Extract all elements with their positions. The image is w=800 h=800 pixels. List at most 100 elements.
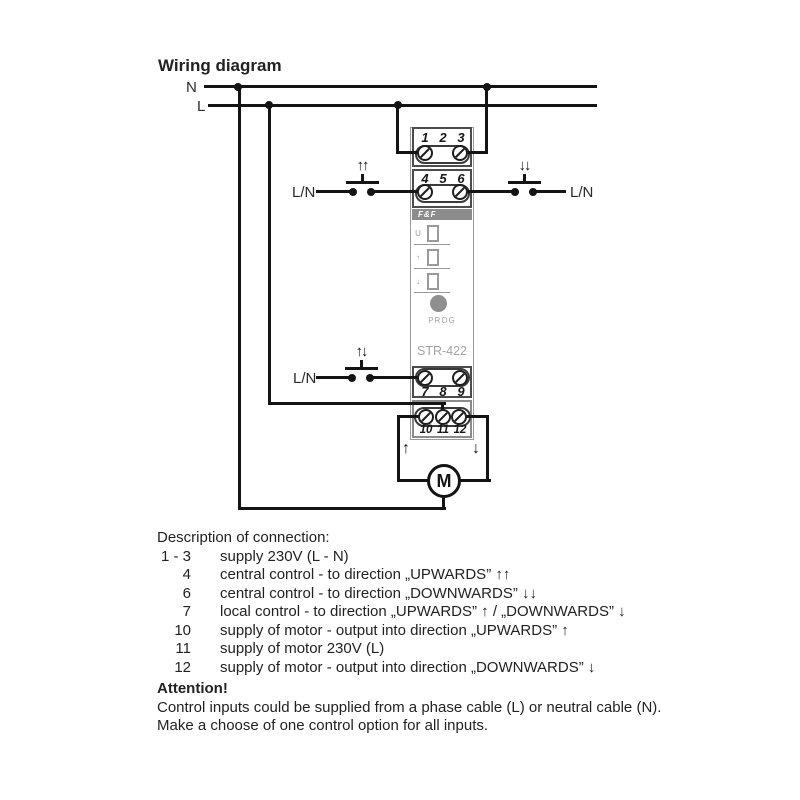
screw-terminal-1 <box>417 145 433 161</box>
terminal-description: local control - to direction „UPWARDS” ↑… <box>220 603 626 620</box>
l-power-line <box>208 104 597 107</box>
wire-switch-local-left <box>316 376 350 379</box>
switch-local-bar <box>345 367 378 370</box>
terminal-ref: 12 <box>174 658 191 676</box>
switch-local-contact <box>366 374 374 382</box>
terminal-ref: 7 <box>182 603 191 620</box>
attention-heading: Attention! <box>157 680 228 697</box>
attention-line: Make a choose of one control option for … <box>157 717 489 734</box>
wire-motor-return-n <box>238 507 446 510</box>
motor-up-arrow: ↑ <box>402 440 410 457</box>
junction-dot-n1 <box>234 83 242 91</box>
prog-button <box>430 295 447 312</box>
switch-local-stem <box>360 360 363 368</box>
led-indicator-up <box>427 249 439 266</box>
switch-down-contact <box>511 188 519 196</box>
n-power-line <box>204 85 597 88</box>
wire-n-to-terminal3 <box>458 151 488 154</box>
switch-up-arrows: ↑↑ <box>356 157 370 174</box>
wire-l-to-terminal11 <box>268 105 271 405</box>
terminal-ref: 1 - 3 <box>160 547 191 565</box>
junction-dot-l2 <box>394 101 402 109</box>
switch-up-ln-label: L/N <box>292 184 316 201</box>
motor-down-arrow: ↓ <box>472 440 480 457</box>
switch-down-bar <box>508 181 541 184</box>
screw-terminal-11 <box>435 409 451 425</box>
switch-up-contact <box>349 188 357 196</box>
page-title: Wiring diagram <box>158 56 282 75</box>
description-of-connection: Description of connection: 1 - 3 supply … <box>157 529 717 736</box>
wire-motor-stem <box>442 492 445 509</box>
description-row: 4 central control - to direction „UPWARD… <box>157 566 717 585</box>
wire-switch-up-right <box>372 190 427 193</box>
screw-terminal-3 <box>452 145 468 161</box>
brand-logo: F&F <box>412 209 472 220</box>
terminal-ref: 11 <box>175 640 191 657</box>
terminal-number-6: 6 <box>457 171 465 186</box>
wire-loop-terminal10 <box>397 415 427 418</box>
terminal-description: supply 230V (L - N) <box>220 547 349 565</box>
l-line-label: L <box>197 98 206 115</box>
screw-terminal-10 <box>418 409 434 425</box>
screw-terminal-6 <box>452 184 468 200</box>
description-row: 6 central control - to direction „DOWNWA… <box>157 585 717 604</box>
terminal-number-8: 8 <box>439 384 447 399</box>
switch-down-stem <box>523 174 526 182</box>
junction-dot-n2 <box>483 83 491 91</box>
device-model-label: STR-422 <box>416 344 468 358</box>
switch-down-ln-label: L/N <box>570 184 594 201</box>
wire-switch-local-right <box>372 376 427 379</box>
screw-terminal-12 <box>451 409 467 425</box>
switch-up-bar <box>346 181 379 184</box>
wire-l-to-terminal1 <box>396 151 426 154</box>
screw-terminal-7 <box>417 370 433 386</box>
terminal-ref: 6 <box>182 584 191 602</box>
terminal-ref: 4 <box>182 566 191 583</box>
led-label-u: U <box>415 229 421 238</box>
terminal-number-5: 5 <box>439 171 447 186</box>
n-line-label: N <box>186 79 197 96</box>
wire-motor-return-n <box>238 86 241 510</box>
wire-switch-down-right <box>536 190 566 193</box>
wire-loop-terminal12 <box>458 415 488 418</box>
wire-l-to-terminal11 <box>268 402 446 405</box>
terminal-description: central control - to direction „UPWARDS”… <box>220 566 511 583</box>
motor-symbol: M <box>427 464 461 498</box>
terminal-description: supply of motor 230V (L) <box>220 640 385 657</box>
wire-loop-right <box>486 415 489 482</box>
led-label-up: ↑ <box>416 253 420 262</box>
attention-line: Control inputs could be supplied from a … <box>157 698 662 716</box>
wire-loop-left <box>397 415 400 482</box>
screw-terminal-4 <box>417 184 433 200</box>
description-heading: Description of connection: <box>157 529 330 546</box>
terminal-number-7: 7 <box>421 384 429 399</box>
switch-local-arrows: ↑↓ <box>355 343 369 360</box>
prog-label: PROG <box>428 316 456 325</box>
switch-local-contact <box>348 374 356 382</box>
led-divider <box>414 244 450 245</box>
wire-l-to-terminal1 <box>396 105 399 154</box>
terminal-number-2: 2 <box>439 130 447 145</box>
led-divider <box>414 292 450 293</box>
wire-switch-down-left <box>466 190 514 193</box>
led-label-down: ↓ <box>416 277 420 286</box>
terminal-number-4: 4 <box>421 171 429 186</box>
description-row: 1 - 3 supply 230V (L - N) <box>157 548 717 567</box>
terminal-number-11: 11 <box>437 424 449 436</box>
terminal-ref: 10 <box>174 621 191 639</box>
led-indicator-u <box>427 225 439 242</box>
switch-local-ln-label: L/N <box>293 370 317 387</box>
terminal-number-3: 3 <box>457 130 465 145</box>
description-row: 11 supply of motor 230V (L) <box>157 640 717 659</box>
terminal-description: central control - to direction „DOWNWARD… <box>220 584 538 602</box>
switch-down-contact <box>529 188 537 196</box>
screw-terminal-9 <box>452 370 468 386</box>
junction-dot-l1 <box>265 101 273 109</box>
terminal-description: supply of motor - output into direction … <box>220 658 596 676</box>
terminal-number-12: 12 <box>453 424 467 436</box>
wire-n-to-terminal3 <box>485 86 488 154</box>
wire-switch-up-left <box>316 190 351 193</box>
led-indicator-down <box>427 273 439 290</box>
description-row: 7 local control - to direction „UPWARDS”… <box>157 603 717 622</box>
